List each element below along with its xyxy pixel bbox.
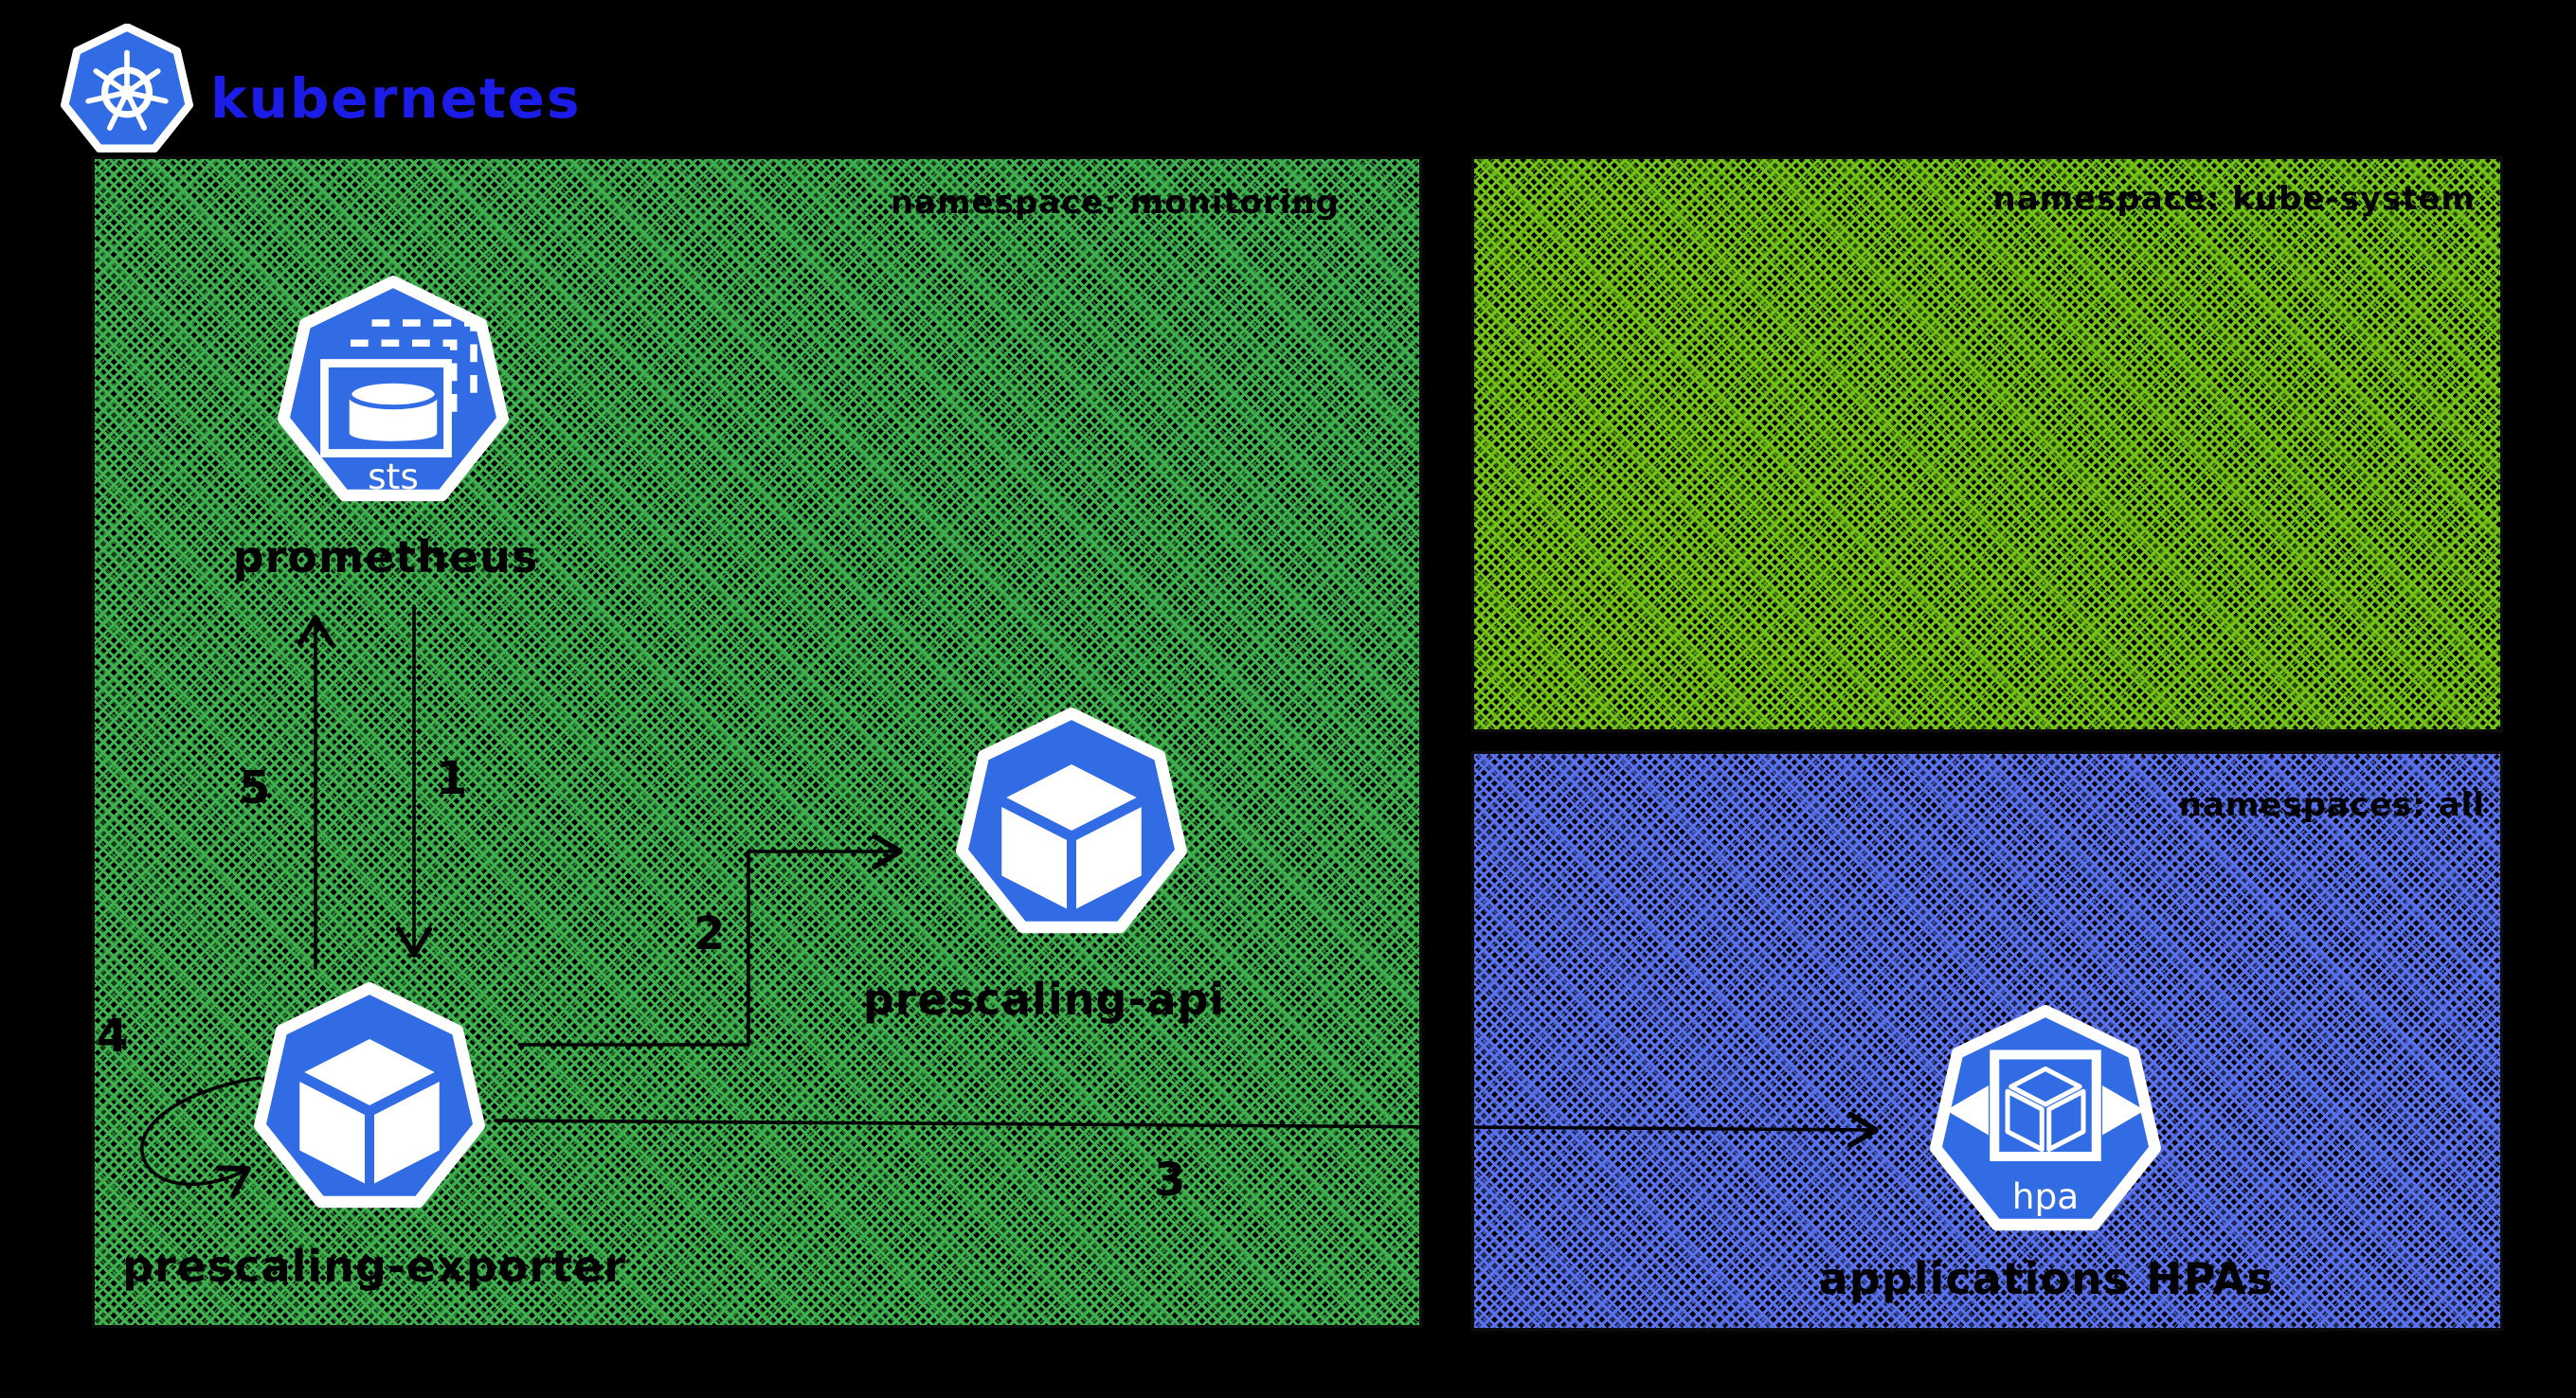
- statefulset-badge: sts: [368, 456, 419, 497]
- node-label-applications-hpas: applications HPAs: [1818, 1253, 2275, 1304]
- statefulset-icon-prometheus: sts: [278, 276, 510, 502]
- kubernetes-logo-icon: [60, 24, 194, 153]
- deployment-icon-prescaling-exporter: [254, 982, 486, 1209]
- cube-icon: [1001, 764, 1142, 909]
- namespace-label-kube-system: namespace: kube-system: [1992, 180, 2476, 218]
- cube-icon: [2005, 1066, 2086, 1152]
- cube-icon: [299, 1039, 440, 1184]
- hpa-icon-applications: hpa: [1930, 1005, 2162, 1231]
- namespace-label-all: namespaces: all: [2178, 786, 2485, 824]
- deployment-icon-prescaling-api: [956, 708, 1188, 934]
- namespace-label-monitoring: namespace: monitoring: [890, 184, 1340, 222]
- node-label-prescaling-exporter: prescaling-exporter: [122, 1241, 626, 1292]
- scale-arrows-icon: [1946, 1085, 2145, 1136]
- node-label-prometheus: prometheus: [232, 531, 539, 582]
- ship-wheel-icon: [85, 49, 169, 131]
- hpa-badge: hpa: [2012, 1175, 2080, 1217]
- node-label-prescaling-api: prescaling-api: [862, 974, 1226, 1025]
- app-title: kubernetes: [210, 66, 582, 131]
- namespace-box-kube-system: namespace: kube-system: [1471, 156, 2503, 732]
